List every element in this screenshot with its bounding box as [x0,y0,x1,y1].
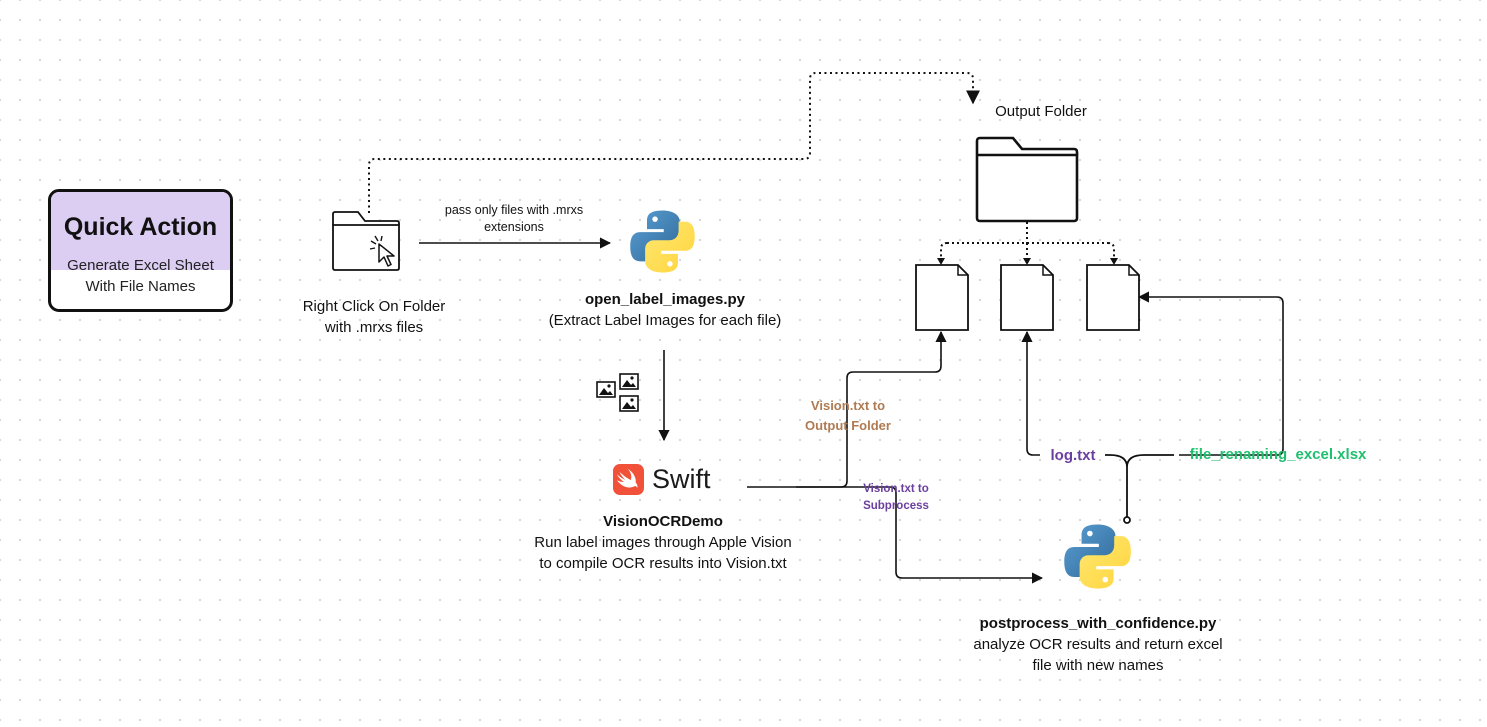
swift-logo-text: Swift [652,464,711,494]
postprocess-block: postprocess_with_confidence.py analyze O… [938,613,1258,676]
postprocess-description-line2: file with new names [1032,657,1164,674]
open-label-description: (Extract Label Images for each file) [548,312,782,329]
vision-output-label-line1: Vision.txt to [810,398,886,413]
connector-output-to-docs [940,222,1115,262]
quick-action-subtitle: Generate Excel Sheet With File Names [51,255,230,297]
output-folder-icon [975,136,1079,223]
vision-subprocess-label-line1: Vision.txt to [863,483,929,495]
postprocess-description-line1: analyze OCR results and return excel [973,636,1223,653]
swift-logo-icon [613,464,644,495]
connector-log-to-doc2 [1021,330,1040,456]
open-label-name: open_label_images.py [584,291,746,308]
excel-file-label: file_renaming_excel.xlsx [1189,446,1367,463]
quick-action-card[interactable]: Quick Action Generate Excel Sheet With F… [48,189,233,312]
quick-action-title: Quick Action [63,213,218,241]
folder-step-label-line2: with .mrxs files [324,319,424,336]
folder-step-label: Right Click On Folder with .mrxs files [279,296,469,338]
vision-output-label-line2: Output Folder [805,418,891,433]
postprocess-name: postprocess_with_confidence.py [979,615,1217,632]
swift-step-description-line1: Run label images through Apple Vision [534,534,792,551]
log-file-label: log.txt [1050,447,1096,464]
vision-output-label: Vision.txt to Output Folder [790,396,906,436]
document-icon-2 [1000,264,1054,331]
swift-step-description-line2: to compile OCR results into Vision.txt [539,555,787,572]
quick-action-header [51,192,230,270]
python-logo-icon-postprocess [1064,524,1131,589]
connector-swift-to-postprocess [796,486,1044,584]
document-icon-1 [915,264,969,331]
filter-arrow-label: pass only files with .mrxs extensions [416,202,612,236]
filter-arrow-label-line2: extensions [484,220,544,234]
connector-brace-merge [1105,454,1174,518]
document-icon-3 [1086,264,1140,331]
vision-subprocess-label-line2: Subprocess [863,500,929,512]
vision-subprocess-label: Vision.txt to Subprocess [846,481,946,515]
open-label-block: open_label_images.py (Extract Label Imag… [520,289,810,331]
swift-step-name: VisionOCRDemo [603,513,723,530]
connector-swift-to-doc1 [747,330,947,488]
quick-action-subtitle-line2: With File Names [85,278,196,295]
output-folder-label: Output Folder [995,103,1087,120]
folder-step-label-line1: Right Click On Folder [302,298,446,315]
cursor-icon [369,235,395,267]
images-icon [596,373,639,412]
connector-excel-to-doc3 [1137,291,1284,456]
python-logo-icon [630,210,695,273]
swift-step-block: VisionOCRDemo Run label images through A… [498,511,828,574]
quick-action-subtitle-line1: Generate Excel Sheet [67,257,214,274]
connector-folder-to-output [368,72,980,213]
filter-arrow-label-line1: pass only files with .mrxs [444,203,584,217]
